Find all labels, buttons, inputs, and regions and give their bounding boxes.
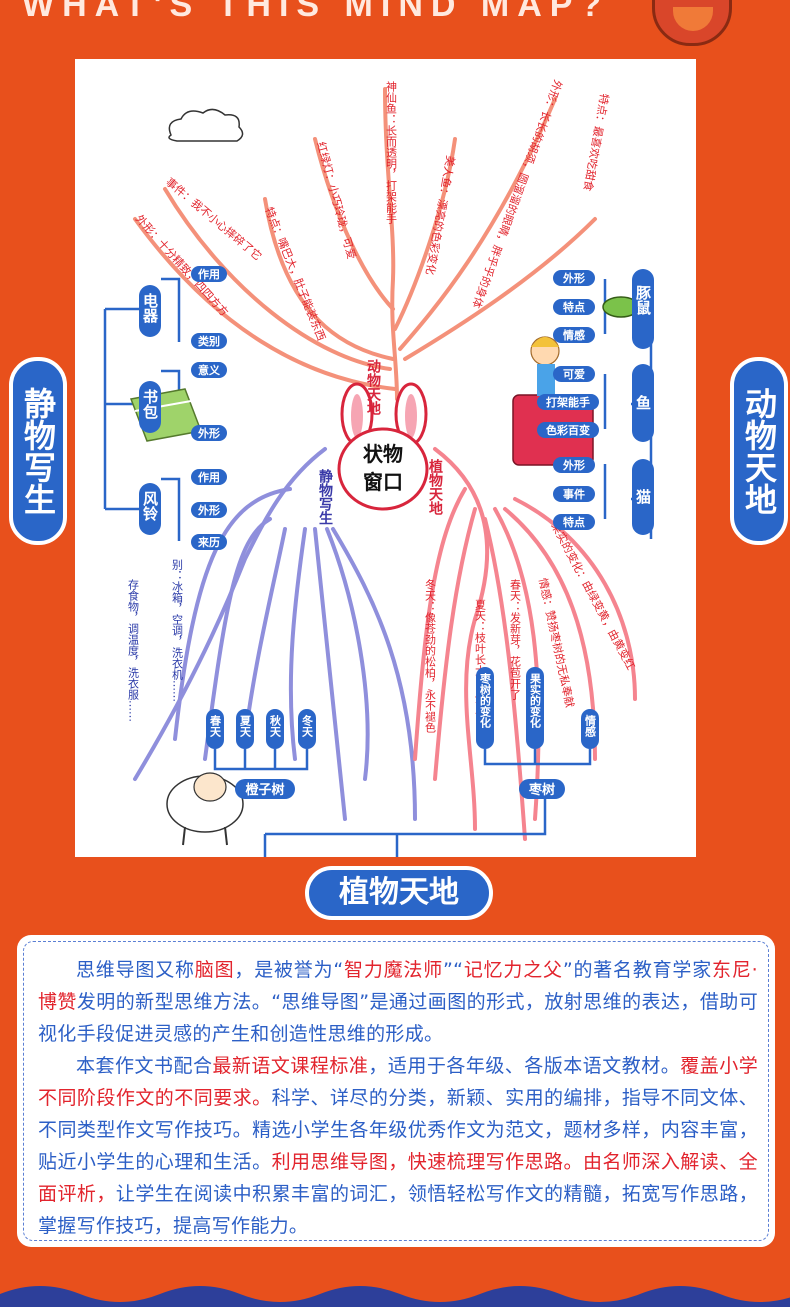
desc-p1-h: 东尼·博赞 bbox=[38, 959, 758, 1013]
animal-node-fish-label: 鱼 bbox=[634, 394, 652, 410]
still-node-electric-label: 电器 bbox=[141, 292, 159, 324]
animal-world-side-label: 动物天地 bbox=[730, 357, 788, 545]
bottom-wave-decoration bbox=[0, 1286, 790, 1307]
desc-p2-d: 覆盖小学不同阶段作文的不同要求。 bbox=[38, 1055, 759, 1109]
mind-map-card: 状物 窗口 动物天地 静物写生 植物天地 神仙鱼：长而透明，打架能手 红绿灯：小… bbox=[75, 59, 696, 857]
animal-sub-cat-3: 特点 bbox=[563, 515, 585, 529]
tree-text-top-2: 红绿灯：小巧玲珑，可爱 bbox=[314, 140, 359, 261]
desc-p1-c: ，是被誉为“ bbox=[234, 959, 344, 981]
plant-sub-date-2: 果实的变化 bbox=[529, 673, 543, 729]
animal-sub-pig-2: 特点 bbox=[563, 300, 585, 314]
plant-sub-orange-4: 冬天 bbox=[301, 714, 314, 738]
animal-sub-pig-3: 情感 bbox=[563, 328, 585, 342]
animal-node-guinea-pig: 豚鼠 bbox=[632, 269, 654, 349]
still-branch-lines bbox=[133, 447, 417, 821]
desc-p2-b: 最新语文课程标准 bbox=[212, 1055, 369, 1077]
still-sub-electric-2: 类别 bbox=[198, 334, 220, 348]
animal-node-fish: 鱼 bbox=[632, 364, 654, 442]
desc-p1-i: 发明的新型思维方法。“思维导图”是通过画图的形式，放射思维的表达，借助可视化手段… bbox=[38, 991, 758, 1045]
cloud-icon bbox=[168, 108, 244, 142]
still-node-schoolbag-label: 书包 bbox=[141, 388, 159, 419]
page-header-title: WHAT'S THIS MIND MAP? bbox=[22, 0, 610, 24]
desc-p2-f: 利用思维导图，快速梳理写作思路。由名师深入解读、全面评析， bbox=[38, 1151, 758, 1205]
plant-node-date-tree-label: 枣树 bbox=[528, 782, 555, 798]
still-sub-chime-1: 作用 bbox=[198, 470, 220, 484]
plant-sub-orange-1: 春天 bbox=[209, 714, 222, 738]
plant-sub-orange-3: 秋天 bbox=[269, 714, 282, 738]
animal-sub-fish-1: 可爱 bbox=[563, 368, 585, 381]
still-life-side-label: 静物写生 bbox=[9, 357, 67, 545]
desc-p2-c: ，适用于各年级、各版本语文教材。 bbox=[368, 1055, 681, 1077]
plant-branch-label: 植物天地 bbox=[427, 458, 444, 516]
animal-sub-cat-2: 事件 bbox=[563, 487, 585, 501]
animal-node-cat: 猫 bbox=[632, 459, 654, 535]
plant-node-date-tree: 枣树 bbox=[519, 779, 565, 799]
animal-sub-fish-3: 色彩百变 bbox=[546, 423, 590, 437]
desc-p2-a: 本套作文书配合 bbox=[76, 1055, 213, 1077]
plant-sub-orange-2: 夏天 bbox=[239, 715, 252, 738]
still-sub-electric-1: 作用 bbox=[198, 267, 220, 281]
still-sub-chime-2: 外形 bbox=[197, 503, 220, 517]
animal-node-guinea-pig-label: 豚鼠 bbox=[634, 285, 652, 316]
tree-text-top-5: 特点：最喜欢吃甜食 bbox=[581, 92, 612, 192]
still-node-electric: 电器 bbox=[139, 285, 161, 337]
description-inner: 思维导图又称脑图，是被誉为“智力魔法师”“记忆力之父”的著名教育学家东尼·博赞发… bbox=[23, 941, 769, 1241]
plant-node-orange-tree: 橙子树 bbox=[235, 779, 295, 799]
tree-text-right-5: 冬天：像苍劲的松柏，永不褪色 bbox=[424, 578, 437, 733]
tree-text-left-5: 别：冰箱，空调，洗衣机…… bbox=[171, 559, 184, 702]
desc-p1-f: 记忆力之父 bbox=[463, 959, 563, 981]
desc-p1-e: ”“ bbox=[443, 959, 464, 981]
desc-p1-a: 思维导图又称 bbox=[76, 959, 195, 981]
still-sub-chime-3: 来历 bbox=[197, 535, 220, 549]
tree-text-left-1: 事件：我不小心摔碎了它 bbox=[163, 175, 265, 264]
tree-text-right-3: 春天：发新芽，花苞开了 bbox=[509, 579, 522, 700]
still-branch-label: 静物写生 bbox=[317, 468, 333, 525]
center-title-line2: 窗口 bbox=[363, 470, 403, 494]
mind-map-diagram: 状物 窗口 动物天地 静物写生 植物天地 神仙鱼：长而透明，打架能手 红绿灯：小… bbox=[103, 78, 654, 857]
animal-sub-pig-1: 外形 bbox=[562, 271, 585, 285]
desc-p1-b: 脑图 bbox=[194, 959, 235, 981]
description-paragraph-1: 思维导图又称脑图，是被誉为“智力魔法师”“记忆力之父”的著名教育学家东尼·博赞发… bbox=[38, 954, 758, 1050]
center-title-line1: 状物 bbox=[363, 442, 403, 466]
still-node-windchime-label: 风铃 bbox=[141, 491, 159, 522]
desc-p1-d: 智力魔法师 bbox=[343, 959, 444, 981]
description-paragraph-2: 本套作文书配合最新语文课程标准，适用于各年级、各版本语文教材。覆盖小学不同阶段作… bbox=[38, 1050, 758, 1242]
tree-text-left-4: 存食物，调温度，洗衣服…… bbox=[127, 578, 140, 722]
tree-text-top-1: 神仙鱼：长而透明，打架能手 bbox=[385, 80, 398, 225]
plant-world-bottom-label: 植物天地 bbox=[305, 866, 493, 920]
description-card: 思维导图又称脑图，是被誉为“智力魔法师”“记忆力之父”的著名教育学家东尼·博赞发… bbox=[17, 935, 775, 1247]
still-node-schoolbag: 书包 bbox=[139, 381, 161, 433]
mascot-icon bbox=[652, 0, 732, 46]
still-node-windchime: 风铃 bbox=[139, 483, 161, 535]
desc-p1-g: ”的著名教育学家 bbox=[562, 959, 713, 981]
tree-text-left-3: 特点：嘴巴大，肚子能装东西 bbox=[262, 205, 329, 343]
tree-text-top-4: 外形：长长的胡须，圆溜溜的眼睛，胖乎乎的身体 bbox=[469, 78, 565, 310]
desc-p2-g: 让学生在阅读中积累丰富的词汇，领悟轻松写作文的精髓，拓宽写作思路，掌握写作技巧，… bbox=[38, 1183, 758, 1237]
animal-sub-fish-2: 打架能手 bbox=[546, 395, 590, 409]
still-sub-bag-2: 外形 bbox=[197, 426, 220, 440]
plant-sub-date-3: 情感 bbox=[584, 714, 597, 738]
animal-node-cat-label: 猫 bbox=[634, 488, 652, 505]
animal-branch-lines bbox=[133, 87, 597, 401]
plant-sub-date-1: 枣树的变化 bbox=[479, 672, 493, 729]
animal-sub-cat-1: 外形 bbox=[562, 458, 585, 472]
still-sub-bag-1: 意义 bbox=[198, 363, 221, 377]
sheep-icon bbox=[166, 772, 244, 846]
desc-p2-e: 科学、详尽的分类，新颖、实用的编排，指导不同文体、不同类型作文写作技巧。精选小学… bbox=[38, 1087, 758, 1173]
plant-node-orange-tree-label: 橙子树 bbox=[245, 782, 284, 798]
animal-branch-label: 动物天地 bbox=[365, 358, 381, 416]
bunny-icon bbox=[337, 382, 429, 511]
tree-text-top-3: 美人鱼：漂亮的色彩变化 bbox=[423, 154, 458, 276]
